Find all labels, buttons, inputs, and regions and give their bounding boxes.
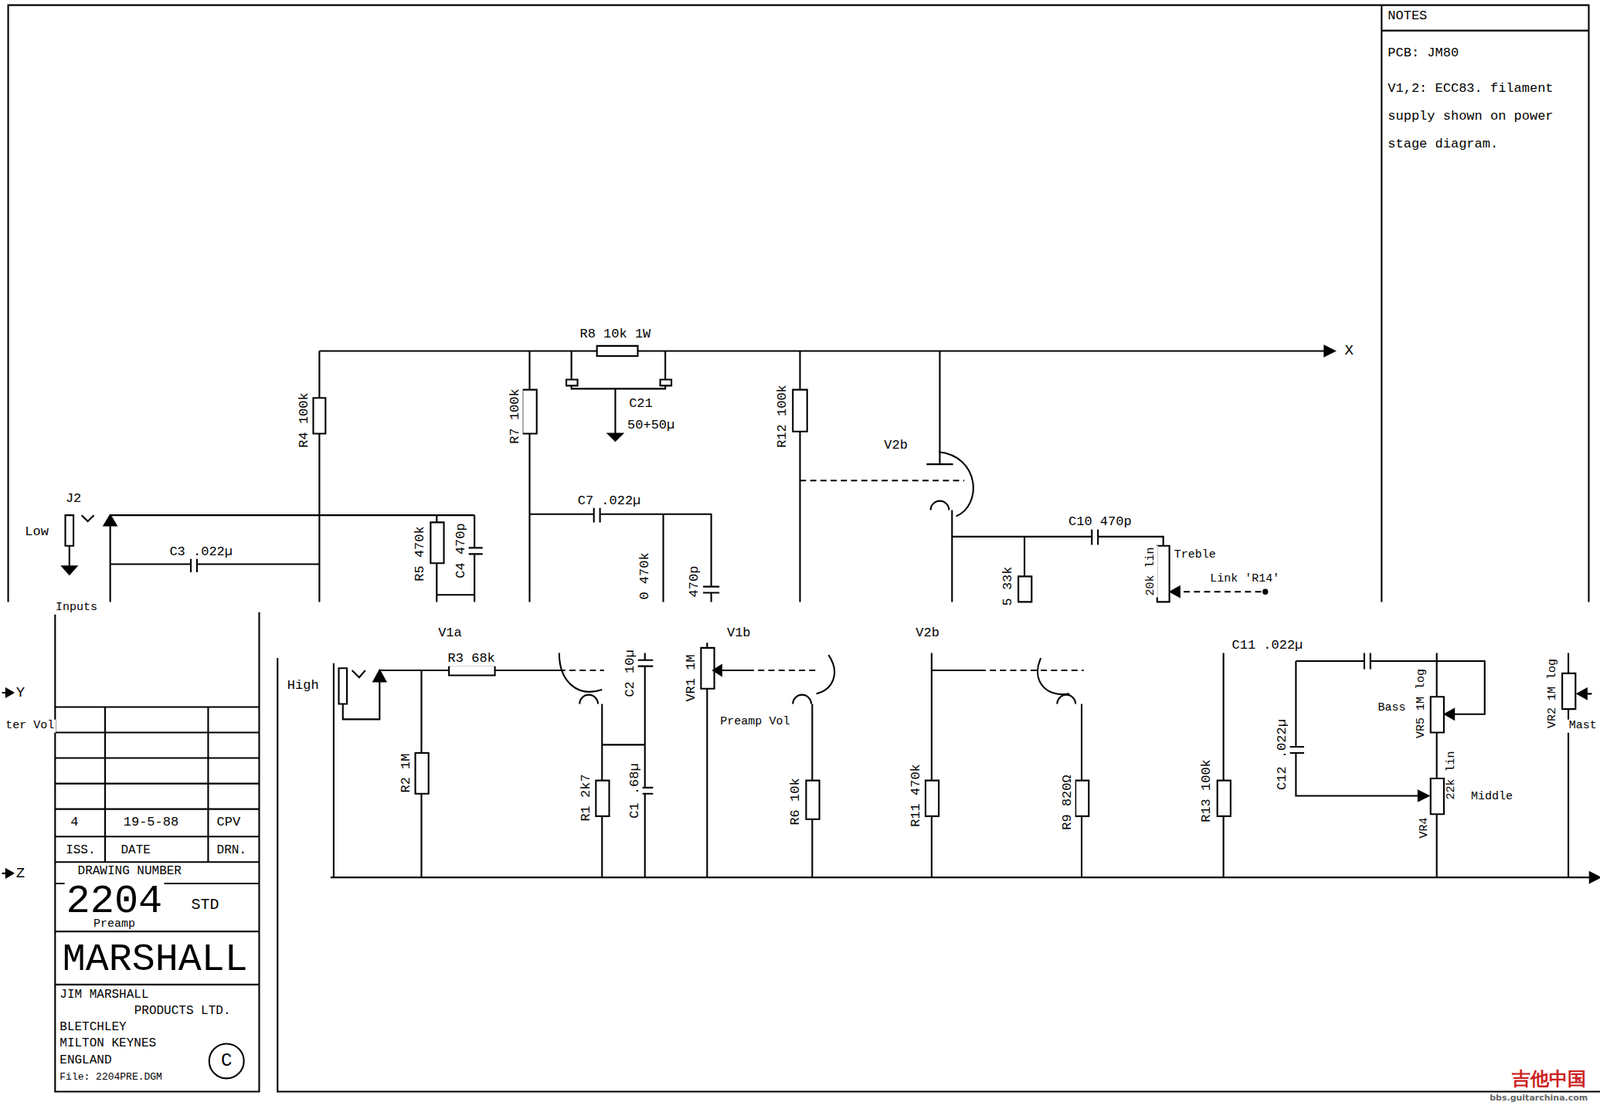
component-label: C1 .68µ — [627, 761, 643, 820]
title-block-cell: DATE — [118, 844, 152, 859]
vacuum-tube — [559, 451, 1076, 704]
component-label: VR2 1M log — [1546, 657, 1560, 731]
input-label: Low — [23, 525, 51, 541]
control-label: Mast — [1567, 720, 1599, 734]
company-address: ENGLAND — [57, 1054, 113, 1069]
copyright-circle — [209, 1043, 245, 1079]
company-address: MILTON KEYNES — [57, 1038, 158, 1053]
component-label: R7 100k — [508, 387, 524, 446]
file-name: File: 2204PRE.DGM — [57, 1072, 164, 1084]
component-label: VR1 1M — [684, 653, 700, 704]
title-block-cell: STD — [189, 896, 221, 914]
component-label: R13 100k — [1199, 757, 1215, 825]
component-label: J2 — [64, 492, 83, 507]
component-label: 5 33k — [1001, 565, 1016, 609]
component-label: C10 470p — [1066, 515, 1134, 530]
company-logo: MARSHALL — [61, 937, 250, 981]
component-label: R8 10k 1W — [578, 327, 653, 343]
copyright-mark: C — [219, 1050, 234, 1071]
arrow-symbol — [6, 346, 1600, 884]
company-address: PRODUCTS LTD. — [132, 1005, 233, 1020]
tube-label: V1a — [436, 626, 464, 642]
component-label: 470p — [687, 563, 703, 599]
notes-text: PCB: JM80 — [1387, 39, 1584, 68]
title-block-cell: Preamp — [91, 917, 137, 931]
tube-label: V2b — [882, 438, 910, 454]
tube-label: V2b — [913, 626, 941, 642]
component-label: C4 470p — [454, 522, 469, 581]
component-label: R11 470k — [909, 762, 924, 829]
control-label: Bass — [1376, 701, 1408, 715]
schematic-lines — [2, 5, 1600, 1093]
component-label: R4 100k — [296, 390, 312, 449]
component-label: 20k lin — [1144, 545, 1159, 598]
title-block-cell: ISS. — [64, 844, 97, 859]
component-label: VR5 1M log — [1415, 667, 1429, 741]
watermark: bbs.guitarchina.com — [1487, 1093, 1590, 1104]
component-label: 0 470k — [637, 551, 653, 602]
control-label: Treble — [1172, 548, 1218, 562]
signal-name: X — [1342, 343, 1355, 360]
component-label: 50+50µ — [625, 417, 677, 433]
signal-name: Z — [14, 865, 27, 882]
tube-label: V1b — [725, 626, 753, 642]
resistor-symbol — [65, 346, 1577, 820]
notes-panel: NOTES PCB: JM80V1,2: ECC83. filament supp… — [1384, 6, 1587, 159]
component-label: R3 68k — [446, 652, 497, 667]
watermark: 吉他中国 — [1510, 1069, 1588, 1090]
company-address: BLETCHLEY — [57, 1022, 128, 1037]
title-block-cell: CPV — [215, 815, 243, 830]
component-label: R9 820Ω — [1059, 774, 1075, 833]
notes-heading: NOTES — [1387, 6, 1584, 26]
component-label: Link 'R14' — [1208, 573, 1281, 587]
capacitor-symbol — [190, 506, 1371, 795]
signal-name: ter Vol — [3, 720, 56, 734]
component-label: R12 100k — [775, 383, 791, 450]
control-label: Middle — [1469, 790, 1515, 804]
title-block-cell: 19-5-88 — [122, 815, 181, 830]
input-label: High — [285, 678, 321, 693]
component-label: C11 .022µ — [1230, 638, 1305, 654]
component-label: C7 .022µ — [576, 493, 643, 509]
component-label: R6 10k — [788, 777, 804, 828]
component-label: C3 .022µ — [167, 544, 235, 560]
component-label: C2 10µ — [623, 648, 639, 699]
frame-border — [8, 5, 1600, 1093]
component-label: R1 2k7 — [579, 772, 595, 823]
junction-dot — [1263, 590, 1268, 595]
component-label: C21 — [627, 397, 655, 412]
notes-text: V1,2: ECC83. filament supply shown on po… — [1387, 74, 1584, 159]
component-label: VR4 — [1418, 816, 1432, 841]
company-address: JIM MARSHALL — [57, 988, 150, 1003]
signal-name: Y — [14, 684, 27, 701]
input-label: Inputs — [54, 601, 99, 615]
control-label: Preamp Vol — [718, 716, 792, 730]
component-label: 22k lin — [1445, 749, 1459, 802]
title-block-cell: DRN. — [215, 844, 248, 859]
capacitor-gap — [190, 514, 1371, 795]
component-label: C12 .022µ — [1275, 717, 1291, 792]
component-label: R2 1M — [398, 752, 414, 795]
title-block-cell: DRAWING NUMBER — [76, 865, 184, 880]
title-block-cell: 4 — [68, 815, 80, 830]
component-label: R5 470k — [413, 524, 429, 583]
